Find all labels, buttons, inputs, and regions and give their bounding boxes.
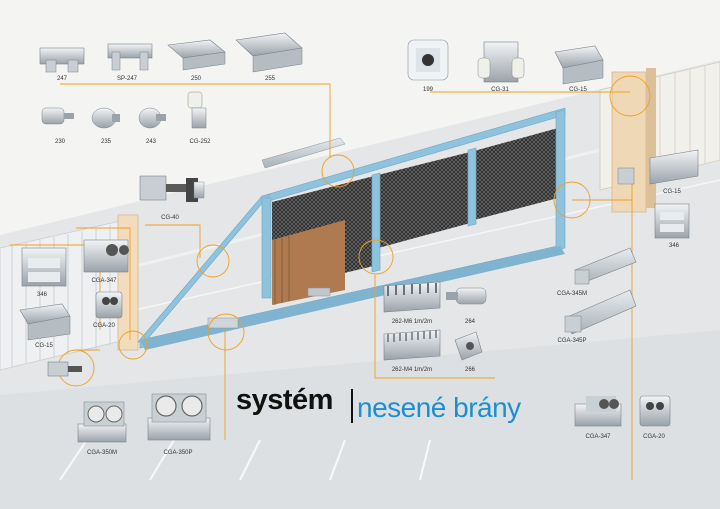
endwheel-cga347left-icon: [83, 239, 129, 273]
label-cga-350m: CGA-350M: [87, 450, 117, 456]
label-266: 266: [465, 367, 476, 373]
brand-part-2: nesené brány: [357, 392, 521, 423]
roller-243-icon: [138, 107, 166, 129]
label-sp-247: SP-247: [117, 76, 138, 82]
roller-cg252-icon: [187, 91, 207, 129]
bracket-247-icon: [39, 47, 85, 73]
label-cga-20-left: CGA-20: [93, 323, 115, 329]
guide-346right-icon: [654, 203, 690, 239]
label-264: 264: [465, 319, 476, 325]
roller-235-icon: [91, 107, 120, 129]
label-250: 250: [191, 76, 202, 82]
endcap-cga20left-icon: [95, 291, 123, 319]
endcap-cga20right-icon: [639, 395, 671, 427]
label-cga-347-right: CGA-347: [585, 434, 611, 440]
roller-230-icon: [41, 107, 74, 125]
gate-frame: [137, 107, 566, 350]
label-cg-15-top: CG-15: [569, 87, 587, 93]
plate-250-icon: [167, 39, 226, 71]
label-262-m6: 262-M6 1m/2m: [392, 319, 432, 325]
endwheel-cga347right-icon: [574, 396, 622, 427]
label-cga-347-left: CGA-347: [91, 278, 117, 284]
stopper-cg40-icon: [139, 175, 205, 202]
bracket-sp247-icon: [107, 43, 153, 71]
label-cg-31: CG-31: [491, 87, 509, 93]
bracket-cg31-icon: [477, 41, 525, 83]
hardware-icons: [19, 32, 699, 443]
label-cga-20-right: CGA-20: [643, 434, 665, 440]
label-cga-345p: CGA-345P: [557, 338, 586, 344]
label-cg-40: CG-40: [161, 215, 179, 221]
rail-cga345p-icon: [564, 289, 637, 335]
label-243: 243: [146, 139, 157, 145]
label-cg-252: CG-252: [189, 139, 211, 145]
brand-title: systém nesené brány: [236, 384, 566, 434]
label-cg-15-right: CG-15: [663, 189, 681, 195]
rack-262m4-icon: [383, 329, 441, 361]
plate-255-icon: [235, 32, 303, 73]
catcher-icon: [47, 361, 82, 377]
label-247: 247: [57, 76, 68, 82]
trolley-cga350p-icon: [147, 393, 211, 441]
label-235: 235: [101, 139, 112, 145]
guide-346left-icon: [21, 247, 67, 287]
roller-264-icon: [446, 287, 487, 305]
rack-262m6-icon: [383, 281, 441, 313]
label-346-left: 346: [37, 292, 48, 298]
label-199: 199: [423, 87, 434, 93]
bracket-cg15left-icon: [19, 303, 71, 341]
label-262-m4: 262-M4 1m/2m: [392, 367, 432, 373]
label-230: 230: [55, 139, 66, 145]
holder-cg15right-icon: [617, 149, 699, 185]
label-255: 255: [265, 76, 276, 82]
label-cga-345m: CGA-345M: [557, 291, 587, 297]
brand-part-1: systém: [236, 384, 333, 416]
trolley-cga350m-icon: [77, 401, 127, 443]
label-346-right: 346: [669, 243, 680, 249]
label-cga-350p: CGA-350P: [163, 450, 192, 456]
label-cg-15-left: CG-15: [35, 343, 53, 349]
cap-199-icon: [407, 39, 449, 81]
brand-divider: [351, 389, 353, 423]
rail-cga345m-icon: [574, 247, 637, 285]
part-labels: 247 SP-247 250 255 230 235 243 CG-252 19…: [35, 76, 681, 456]
clamp-266-icon: [454, 331, 483, 361]
bracket-cg15top-icon: [554, 45, 604, 85]
